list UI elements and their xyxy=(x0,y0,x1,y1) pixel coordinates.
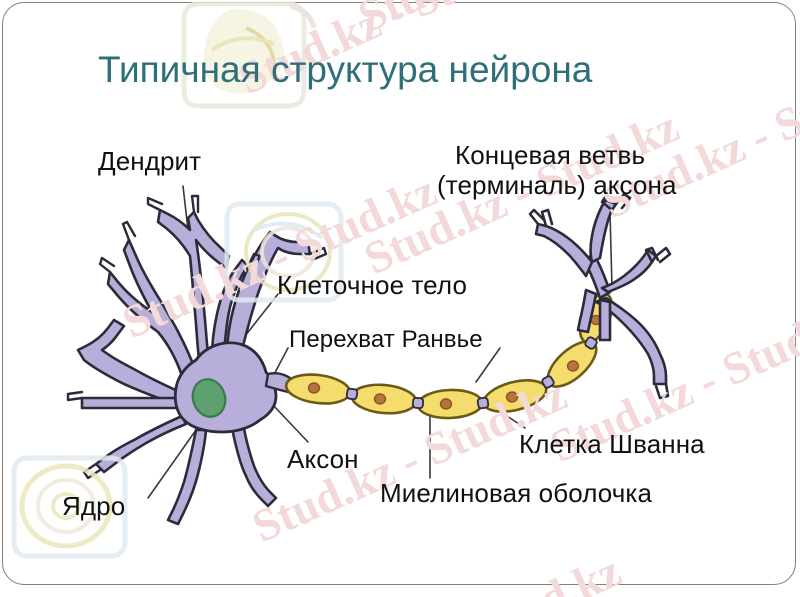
terminal-branch xyxy=(594,296,668,386)
label-axon: Аксон xyxy=(287,444,359,474)
schwann-nucleus xyxy=(505,391,519,403)
leader-line-axon xyxy=(271,403,309,443)
page-title: Типичная структура нейрона xyxy=(98,49,593,90)
nodes-of-ranvier xyxy=(345,336,598,410)
schwann-nucleus xyxy=(439,398,453,410)
schwann-cell-segment xyxy=(416,388,484,420)
terminal-branch xyxy=(576,288,598,334)
dendrite-tree xyxy=(76,208,312,526)
label-dendrite: Дендрит xyxy=(98,146,202,176)
label-cell-body: Клеточное тело xyxy=(277,270,468,300)
terminal-branch xyxy=(598,298,612,342)
schwann-nucleus xyxy=(566,360,580,372)
label-schwann-cell: Клетка Шванна xyxy=(519,429,705,459)
node-of-ranvier xyxy=(411,396,425,410)
terminal-branch xyxy=(589,198,618,264)
dendrite-branch xyxy=(166,428,208,526)
node-of-ranvier xyxy=(541,375,555,389)
schwann-nucleus xyxy=(307,382,321,394)
dendrite-branch xyxy=(106,238,198,378)
node-of-ranvier xyxy=(476,396,490,410)
leader-line-axon-terminal xyxy=(609,211,613,289)
dendrite-branch xyxy=(80,396,180,410)
axon-terminal-tree xyxy=(528,192,672,400)
terminal-branch xyxy=(534,222,594,278)
leader-line-node-ranvier-2 xyxy=(475,347,501,383)
dendrite-branch xyxy=(76,318,182,406)
label-axon-terminal-line2: (терминаль) аксона xyxy=(437,170,677,200)
dendrite-branch xyxy=(230,426,278,508)
node-of-ranvier xyxy=(584,336,598,350)
label-myelin-sheath: Миелиновая оболочка xyxy=(380,478,653,508)
schwann-nucleus xyxy=(373,393,387,405)
node-of-ranvier xyxy=(345,387,359,401)
dendrite-branch xyxy=(156,208,231,362)
slide-card xyxy=(2,2,796,585)
nucleus xyxy=(191,378,227,418)
label-nucleus: Ядро xyxy=(62,491,126,521)
label-node-of-ranvier: Перехват Ранвье xyxy=(289,326,483,353)
leader-line-nucleus xyxy=(147,429,197,499)
label-axon-terminal-line1: Концевая ветвь xyxy=(455,140,646,170)
